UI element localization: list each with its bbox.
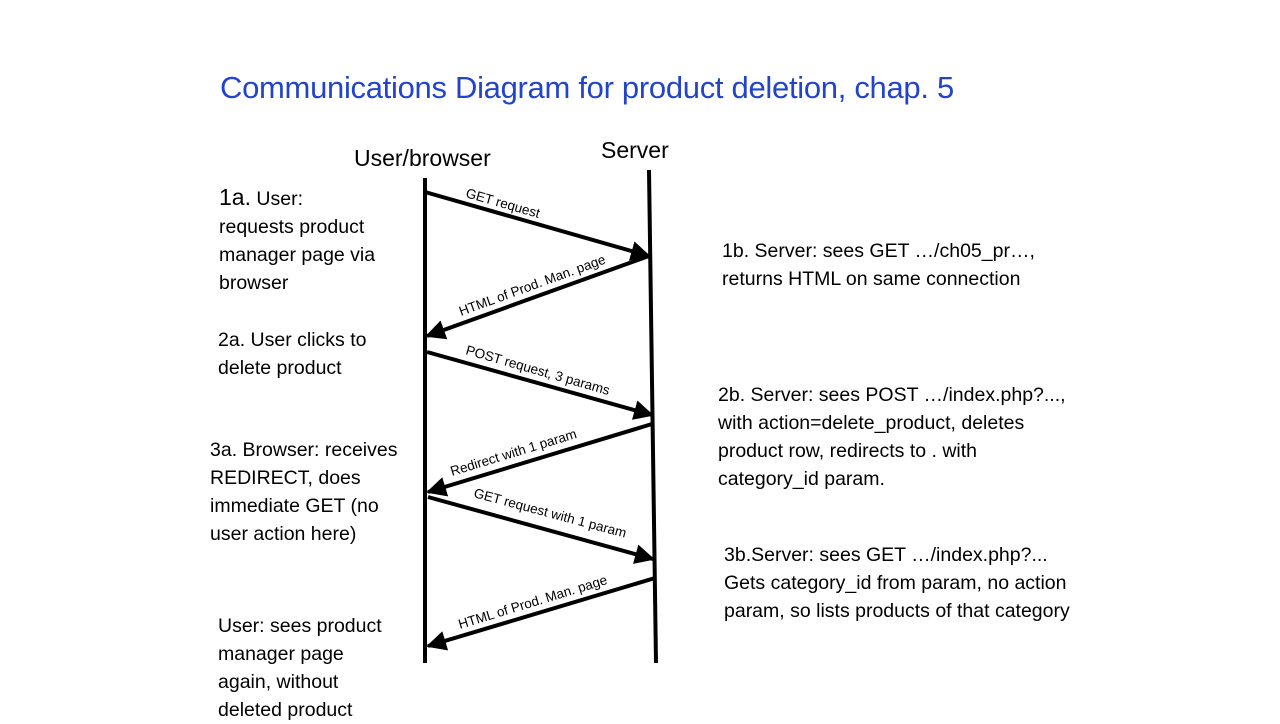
page-title: Communications Diagram for product delet…	[220, 70, 954, 105]
note-3a: 3a. Browser: receives REDIRECT, does imm…	[210, 439, 398, 545]
message-arrow-redirect	[426, 422, 653, 497]
lane-label-client: User/browser	[354, 145, 491, 171]
note-3b: 3b.Server: sees GET …/index.php?... Gets…	[724, 544, 1070, 622]
message-arrow-html-final	[426, 576, 656, 651]
message-label-html-response: HTML of Prod. Man. page	[457, 252, 608, 319]
note-1a-text: User: requests product manager page via …	[219, 188, 376, 294]
note-2b: 2b. Server: sees POST …/index.php?..., w…	[718, 384, 1066, 490]
message-arrow-get-with-param	[427, 495, 655, 564]
message-label-html-final: HTML of Prod. Man. page	[456, 572, 608, 632]
note-final: User: sees product manager page again, w…	[218, 615, 382, 721]
note-1a: 1a. User: requests product manager page …	[219, 183, 375, 297]
lane-label-server: Server	[601, 137, 669, 163]
note-1b: 1b. Server: sees GET …/ch05_pr…, returns…	[722, 240, 1035, 290]
message-arrow-post-request	[426, 350, 654, 420]
message-arrow-html-response	[425, 254, 650, 340]
note-1a-number: 1a.	[219, 184, 251, 210]
message-arrow-get-request	[424, 190, 651, 261]
note-2a: 2a. User clicks to delete product	[218, 329, 367, 379]
